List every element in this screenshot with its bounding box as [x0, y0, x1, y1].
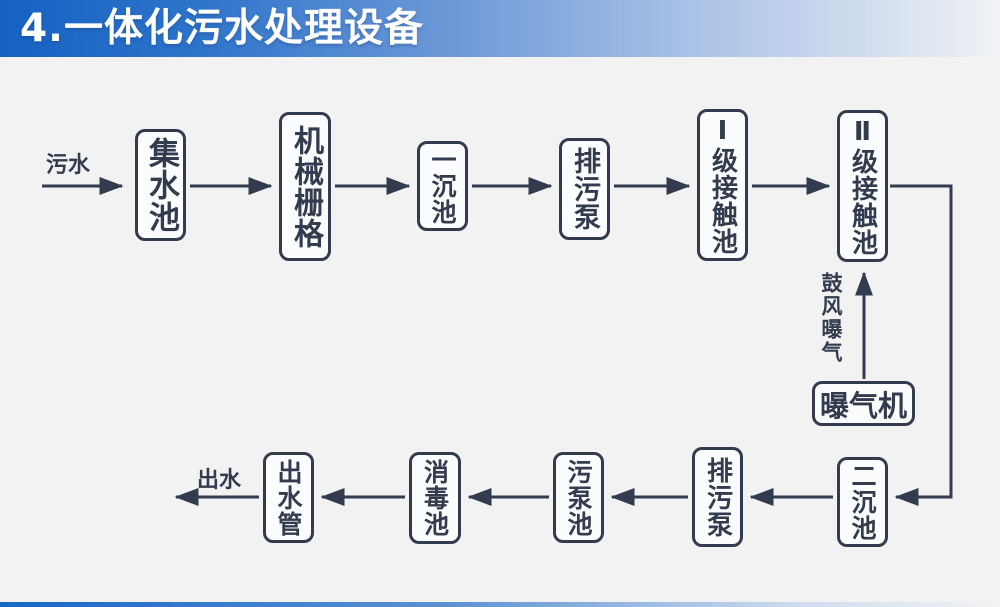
node-label: 一沉池 [428, 147, 457, 225]
node-label: 曝气机 [819, 388, 907, 423]
node-collecting-tank: 集水池 [135, 129, 186, 241]
node-stage1-contact-tank: Ⅰ级接触池 [697, 109, 748, 261]
node-label: Ⅰ级接触池 [707, 115, 738, 255]
page-title: 4.一体化污水处理设备 [20, 6, 424, 51]
node-label: 排污泵 [702, 456, 733, 538]
node-label: Ⅱ级接触池 [847, 116, 878, 256]
node-label: 排污泵 [569, 147, 600, 231]
node-drain-pump-top: 排污泵 [559, 138, 610, 240]
node-label: 出水管 [274, 458, 303, 537]
title-banner: 4.一体化污水处理设备 [0, 0, 1000, 57]
node-outlet-pipe: 出水管 [263, 452, 314, 543]
outflow-label: 出水 [197, 468, 242, 493]
node-primary-sedimentation-tank: 一沉池 [417, 141, 468, 231]
node-stage2-contact-tank: Ⅱ级接触池 [837, 110, 888, 262]
node-label: 二沉池 [848, 463, 877, 541]
inflow-label: 污水 [46, 153, 91, 178]
node-sludge-pump-tank: 污泵池 [553, 452, 604, 543]
node-aerator: 曝气机 [812, 381, 915, 426]
aeration-label: 鼓风曝气 [819, 272, 843, 364]
node-label: 机械栅格 [288, 124, 323, 249]
bottom-accent-bar [0, 602, 1000, 607]
node-secondary-sedimentation-tank: 二沉池 [837, 457, 888, 547]
node-label: 集水池 [143, 137, 179, 233]
node-label: 污泵池 [564, 458, 593, 537]
node-mechanical-grid: 机械栅格 [279, 112, 331, 261]
node-disinfection-tank: 消毒池 [409, 452, 461, 544]
node-label: 消毒池 [420, 459, 450, 537]
node-drain-pump-bottom: 排污泵 [692, 447, 743, 547]
